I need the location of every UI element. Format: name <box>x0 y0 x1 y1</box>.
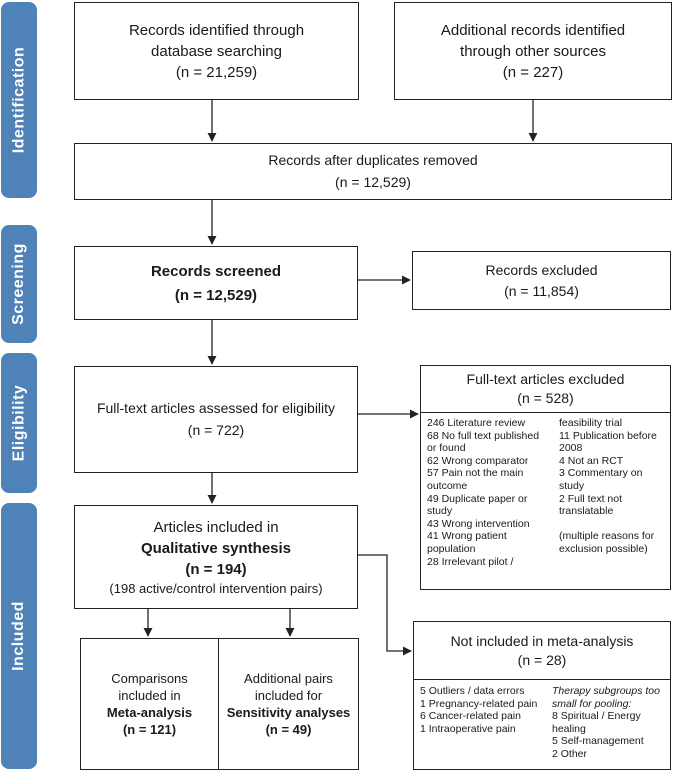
reason-line: 57 Pain not the main <box>427 467 524 480</box>
not-included-header: Not included in meta-analysis (n = 28) <box>414 622 670 680</box>
not-included-label: Not included in meta-analysis <box>450 632 634 649</box>
reason-line: 5 Outliers / data errors <box>420 685 525 697</box>
fulltext-assessed-box: Full-text articles assessed for eligibil… <box>74 366 358 473</box>
reason-line: 49 Duplicate paper or <box>427 492 528 505</box>
reason-line: 68 No full text published <box>427 429 540 442</box>
identified-other-count: (n = 227) <box>502 63 564 81</box>
reason-line: 5 Self-management <box>552 735 644 748</box>
reason-line: study <box>427 505 453 518</box>
meta-line2: included in <box>118 688 181 703</box>
qualitative-synthesis-box: Articles included in Qualitative synthes… <box>74 505 358 609</box>
identified-database-count: (n = 21,259) <box>175 63 258 81</box>
sensitivity-analyses-box: Additional pairs included for Sensitivit… <box>218 638 359 770</box>
identified-database-line1: Records identified through <box>128 21 305 39</box>
reason-line: 3 Commentary on study <box>559 467 643 492</box>
reason-line: 8 Spiritual / Energy <box>552 710 641 723</box>
arrow-qualitative-to-not-included <box>358 554 412 656</box>
fulltext-excluded-label: Full-text articles excluded <box>466 371 625 387</box>
reason-line: 41 Wrong patient <box>427 530 507 543</box>
duplicates-removed-count: (n = 12,529) <box>335 174 411 190</box>
meta-count: (n = 121) <box>122 722 177 737</box>
sensitivity-line3: Sensitivity analyses <box>226 705 351 720</box>
qualitative-count: (n = 194) <box>185 561 247 578</box>
records-excluded-label: Records excluded <box>485 261 598 278</box>
reason-line: 2008 <box>559 442 583 455</box>
identified-database-box: Records identified through database sear… <box>74 2 359 100</box>
stage-identification: Identification <box>1 2 37 198</box>
records-excluded-count: (n = 11,854) <box>504 282 579 299</box>
reason-line: 4 Not an RCT <box>559 454 624 467</box>
meta-line1: Comparisons <box>111 671 188 686</box>
fulltext-excluded-count: (n = 528) <box>517 390 574 406</box>
sensitivity-line1: Additional pairs <box>244 671 333 686</box>
stage-eligibility: Eligibility <box>1 353 37 493</box>
qualitative-line1: Articles included in <box>153 519 279 536</box>
not-included-count: (n = 28) <box>517 651 567 668</box>
reason-line: feasibility trial <box>559 417 623 429</box>
records-screened-box: Records screened (n = 12,529) <box>74 246 358 320</box>
identified-other-line2: through other sources <box>460 42 606 60</box>
fulltext-excluded-reasons: 246 Literature review 68 No full text pu… <box>427 417 669 568</box>
reason-line: exclusion possible) <box>559 542 648 555</box>
not-included-reasons: 5 Outliers / data errors 1 Pregnancy-rel… <box>420 685 670 761</box>
subgroup-note-line: small for pooling: <box>552 697 632 710</box>
reason-line: outcome <box>427 479 468 492</box>
reason-line: 246 Literature review <box>427 417 526 429</box>
reason-line: 43 Wrong intervention <box>427 517 530 530</box>
stage-included: Included <box>1 503 37 769</box>
sensitivity-count: (n = 49) <box>265 722 312 737</box>
not-included-col1: 5 Outliers / data errors 1 Pregnancy-rel… <box>420 685 544 761</box>
sensitivity-line2: included for <box>254 688 323 703</box>
reason-line: or found <box>427 442 466 455</box>
duplicates-removed-box: Records after duplicates removed (n = 12… <box>74 143 672 200</box>
identified-other-box: Additional records identified through ot… <box>394 2 672 100</box>
reason-line: 6 Cancer-related pain <box>420 710 521 723</box>
fulltext-excluded-col2: feasibility trial 11 Publication before … <box>559 417 669 568</box>
reason-line: 28 Irrelevant pilot / <box>427 555 514 568</box>
records-excluded-box: Records excluded (n = 11,854) <box>412 251 671 310</box>
not-included-col2: Therapy subgroups too small for pooling:… <box>552 685 670 761</box>
reason-line: 1 Intraoperative pain <box>420 722 516 735</box>
fulltext-assessed-count: (n = 722) <box>187 422 245 438</box>
reason-line: 2 Full text not <box>559 492 623 505</box>
duplicates-removed-label: Records after duplicates removed <box>268 152 478 168</box>
identified-other-line1: Additional records identified <box>440 21 626 39</box>
not-included-box: Not included in meta-analysis (n = 28) 5… <box>413 621 671 770</box>
meta-analysis-box: Comparisons included in Meta-analysis (n… <box>80 638 219 770</box>
fulltext-assessed-label: Full-text articles assessed for eligibil… <box>96 400 336 416</box>
reason-line: 1 Pregnancy-related pain <box>420 697 538 710</box>
fulltext-excluded-col1: 246 Literature review 68 No full text pu… <box>427 417 551 568</box>
reason-line: translatable <box>559 505 614 518</box>
records-screened-label: Records screened <box>150 262 282 280</box>
stage-screening: Screening <box>1 225 37 343</box>
reason-line: population <box>427 542 476 555</box>
reason-line: healing <box>552 722 586 735</box>
reason-line: 11 Publication before <box>559 429 657 442</box>
reason-line: 62 Wrong comparator <box>427 454 529 467</box>
identified-database-line2: database searching <box>151 42 282 60</box>
qualitative-line2: Qualitative synthesis <box>140 540 292 557</box>
records-screened-count: (n = 12,529) <box>174 286 258 304</box>
meta-line3: Meta-analysis <box>106 705 193 720</box>
subgroup-note-line: Therapy subgroups too <box>552 685 660 697</box>
fulltext-excluded-header: Full-text articles excluded (n = 528) <box>421 366 670 413</box>
qualitative-pairs: (198 active/control intervention pairs) <box>109 581 323 596</box>
reason-line <box>559 518 669 531</box>
fulltext-excluded-box: Full-text articles excluded (n = 528) 24… <box>420 365 671 590</box>
reason-line: (multiple reasons for <box>559 530 655 543</box>
reason-line: 2 Other <box>552 747 588 760</box>
